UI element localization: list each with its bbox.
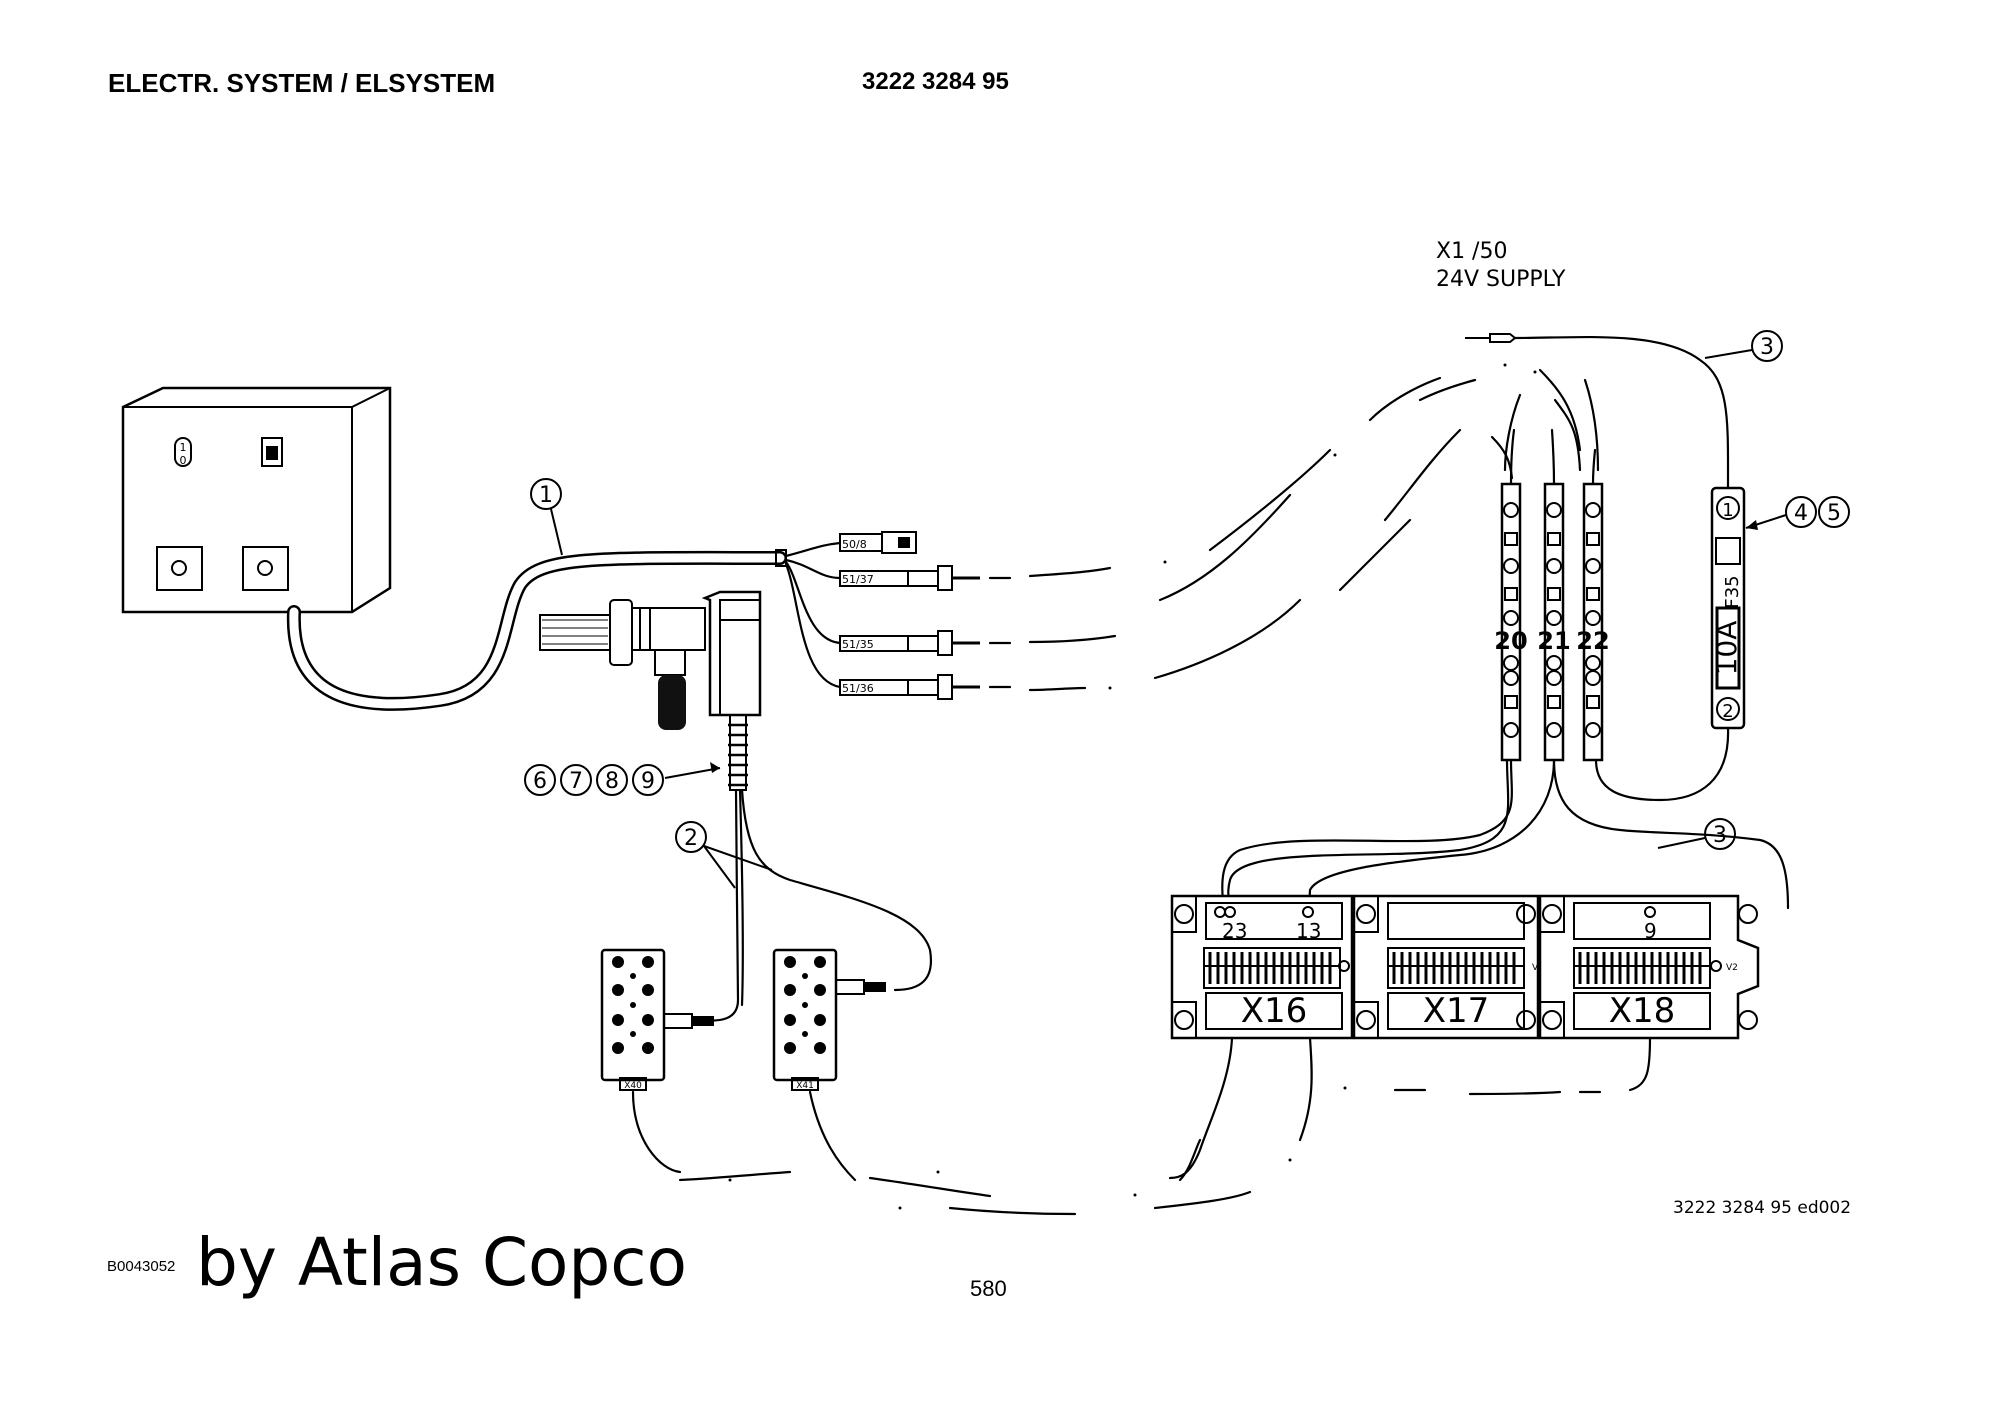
callout-5-label: 5 [1827, 501, 1841, 526]
board-x17-side-label: V2 [1532, 963, 1544, 973]
callout-7-label: 7 [569, 769, 583, 794]
io-module-x41-label: X41 [796, 1081, 814, 1091]
indicator-icon [261, 437, 283, 467]
callout-4-label: 4 [1794, 501, 1808, 526]
terminal-strip-20-label: 20 [1494, 627, 1527, 655]
figure-id: B0043052 [107, 1258, 176, 1275]
terminal-strip-22-label: 22 [1576, 627, 1609, 655]
fuse-pin-2-label: 2 [1722, 701, 1733, 722]
fuse-pin-1-label: 1 [1722, 500, 1733, 521]
connector-label-51-37: 51/37 [842, 573, 874, 586]
callout-2-label: 2 [684, 826, 698, 851]
on-off-switch-icon [174, 437, 192, 467]
page-number: 580 [970, 1276, 1007, 1301]
callout-8-label: 8 [605, 769, 619, 794]
board-x18-side-label: V2 [1726, 963, 1738, 973]
board-x17-label: X17 [1423, 991, 1490, 1031]
continuation-lines [678, 363, 1602, 1216]
board-x18: 9 V2 X18 [1538, 894, 1760, 1040]
callout-1-label: 1 [539, 483, 553, 508]
push-button-left-icon [156, 546, 203, 591]
connector-label-51-35: 51/35 [842, 638, 874, 651]
terminal-strip-22 [1582, 482, 1604, 762]
push-button-right-icon [242, 546, 289, 591]
callout-3-bottom [1704, 818, 1736, 850]
connector-51-35: 51/35 [839, 630, 980, 656]
connector-51-37: 51/37 [839, 565, 980, 591]
terminal-strip-20 [1500, 482, 1522, 762]
io-module-x40-label: X40 [624, 1081, 642, 1091]
callout-2 [675, 821, 707, 853]
callout-5 [1818, 496, 1850, 528]
board-x18-label: X18 [1609, 991, 1676, 1031]
board-x16: 23 13 V2 X16 [1170, 894, 1368, 1040]
board-x16-label: X16 [1241, 991, 1308, 1031]
connector-label-50-8: 50/8 [842, 538, 867, 551]
control-box: 1 0 [121, 386, 392, 614]
board-x18-pin-9: 9 [1644, 919, 1657, 943]
connector-label-51-36: 51/36 [842, 682, 874, 695]
switch-off-label: 0 [180, 454, 187, 467]
sensor-assembly [539, 590, 762, 730]
terminal-strip-21 [1543, 482, 1565, 762]
conduit [728, 714, 748, 791]
callout-6-label: 6 [533, 769, 547, 794]
callout-group-6789: 6 7 8 9 [524, 762, 721, 796]
board-x16-pin-23: 23 [1222, 919, 1247, 943]
supply-connector [1465, 333, 1730, 490]
supply-voltage-label: 24V SUPPLY [1436, 267, 1566, 292]
callout-4 [1785, 496, 1817, 528]
io-module-x41: X41 [772, 948, 886, 1091]
fuse-name-label: F35 [1722, 575, 1743, 608]
fuse-rating-label: 10A [1710, 621, 1743, 676]
board-x17: V2 X17 [1352, 894, 1544, 1040]
switch-on-label: 1 [180, 441, 187, 454]
brand-text: by Atlas Copco [196, 1224, 687, 1301]
part-number: 3222 3284 95 [862, 68, 1009, 95]
callout-3-top [1751, 330, 1783, 362]
revision-label: 3222 3284 95 ed002 [1673, 1198, 1851, 1218]
fuse-f35: 1 F35 10A 2 [1710, 486, 1746, 730]
connector-51-36: 51/36 [839, 674, 980, 700]
board-x16-pin-13: 13 [1296, 919, 1321, 943]
callout-3-top-label: 3 [1760, 335, 1774, 360]
callout-1 [530, 478, 562, 510]
io-module-x40: X40 [600, 948, 714, 1091]
callout-9-label: 9 [641, 769, 655, 794]
supply-terminal-label: X1 /50 [1436, 239, 1507, 264]
callout-3-bottom-label: 3 [1713, 823, 1727, 848]
document-title: ELECTR. SYSTEM / ELSYSTEM [108, 68, 496, 98]
terminal-strip-21-label: 21 [1537, 627, 1570, 655]
